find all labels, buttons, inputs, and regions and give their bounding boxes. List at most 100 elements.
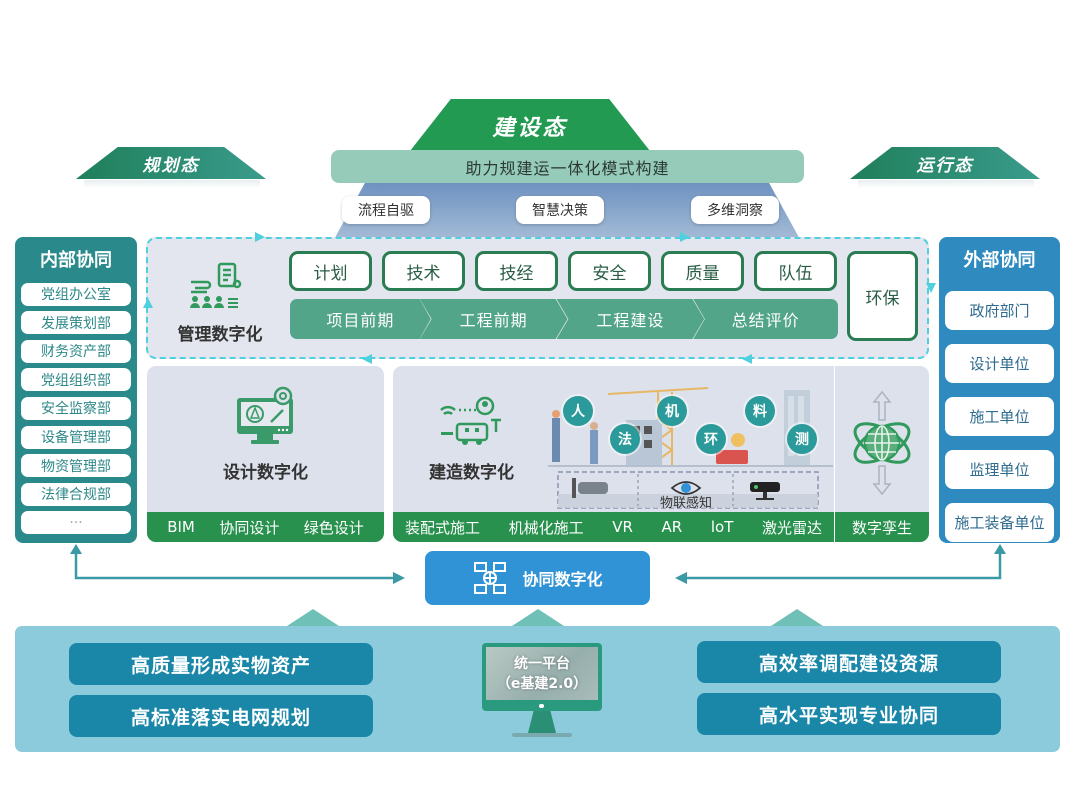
collab-connectors [70, 544, 1006, 584]
goal-bar: 高效率调配建设资源 [697, 641, 1001, 683]
eye-icon [670, 481, 702, 495]
flow-arrow-up-icon [143, 298, 153, 308]
design-monitor-icon [237, 386, 293, 444]
internal-dept-item: 安全监察部 [21, 396, 131, 420]
construction-stage-banner: 建设态 [410, 99, 650, 151]
build-tag: 机械化施工 [508, 518, 584, 537]
internal-dept-item: 党组组织部 [21, 368, 131, 392]
flow-arrow-left-icon [742, 354, 752, 364]
goal-bar: 高水平实现专业协同 [697, 693, 1001, 735]
flow-arrow-down-icon [926, 283, 936, 293]
up-indicator [287, 609, 339, 626]
mode-bar: 助力规建运一体化模式构建 [331, 150, 804, 183]
external-unit-item: 监理单位 [945, 450, 1054, 489]
build-tag: 激光雷达 [761, 518, 822, 537]
design-digital-panel: 设计数字化 BIM 协同设计 绿色设计 [147, 366, 384, 542]
camera-icon [578, 482, 608, 494]
capability-pill: 智慧决策 [516, 196, 604, 224]
internal-dept-item: 设备管理部 [21, 425, 131, 449]
internal-collab-title: 内部协同 [40, 250, 112, 271]
element-bubble: 测 [787, 424, 817, 454]
lidar-device-icon [750, 482, 780, 492]
category-tech: 技术 [382, 251, 465, 291]
flow-arrow-left-icon [362, 354, 372, 364]
arrow-up-icon [70, 544, 82, 554]
element-bubble: 法 [610, 424, 640, 454]
design-tag: BIM [167, 518, 195, 536]
arrow-up-icon [994, 544, 1006, 554]
internal-dept-item: 党组办公室 [21, 282, 131, 306]
flow-arrows [143, 232, 936, 364]
category-environment: 环保 [847, 251, 918, 341]
external-unit-item: 设计单位 [945, 344, 1054, 383]
arrow-left-icon [675, 572, 687, 584]
build-tag: AR [661, 518, 683, 536]
management-digital-label: 管理数字化 [177, 325, 263, 345]
monitor-base [512, 733, 572, 737]
capability-pill: 多维洞察 [691, 196, 779, 224]
operation-stage-banner: 运行态 [850, 147, 1040, 179]
planning-banner-shadow [84, 180, 260, 188]
phase-bar: 项目前期 工程前期 工程建设 总结评价 [290, 299, 838, 339]
internal-dept-more: ··· [21, 511, 131, 535]
external-collab-title: 外部协同 [963, 250, 1036, 271]
platform-monitor: 统一平台 （e基建2.0） [482, 643, 602, 711]
iot-perception-label: 物联感知 [660, 496, 713, 511]
build-tag: VR [612, 518, 633, 536]
design-digital-label: 设计数字化 [223, 463, 308, 483]
monitor-stand [528, 711, 556, 733]
up-indicator [771, 609, 823, 626]
element-bubble: 料 [745, 396, 775, 426]
globe-twin-icon [853, 390, 911, 496]
category-team: 队伍 [754, 251, 837, 291]
external-unit-item: 施工装备单位 [945, 503, 1054, 542]
element-bubble: 人 [563, 396, 593, 426]
goal-bar: 高标准落实电网规划 [69, 695, 373, 737]
category-quality: 质量 [661, 251, 744, 291]
category-econ: 技经 [475, 251, 558, 291]
build-digital-panel: 建造数字化 物 [393, 366, 834, 542]
build-footer: 装配式施工 机械化施工 VR AR loT 激光雷达 [393, 512, 834, 542]
element-bubble: 环 [696, 424, 726, 454]
collab-digital-box: 协同数字化 [425, 551, 650, 605]
build-digital-label: 建造数字化 [429, 463, 514, 483]
phase-step: 工程建设 [556, 299, 705, 339]
arrow-right-icon [393, 572, 405, 584]
platform-subtitle: （e基建2.0） [496, 675, 588, 692]
phase-step: 工程前期 [419, 299, 568, 339]
construction-truck-icon [440, 396, 501, 445]
external-collab-panel: 外部协同 政府部门 设计单位 施工单位 监理单位 施工装备单位 [939, 237, 1060, 543]
flow-arrow-right-icon [680, 232, 690, 242]
category-plan: 计划 [289, 251, 372, 291]
goal-bar: 高质量形成实物资产 [69, 643, 373, 685]
network-globe-icon [474, 562, 507, 594]
build-tag: 装配式施工 [405, 518, 481, 537]
external-unit-item: 施工单位 [945, 397, 1054, 436]
build-tag: loT [710, 518, 734, 536]
external-unit-item: 政府部门 [945, 291, 1054, 330]
platform-title: 统一平台 [514, 655, 570, 672]
twin-tag: 数字孪生 [851, 518, 912, 537]
twin-footer: 数字孪生 [835, 512, 929, 542]
design-tag: 协同设计 [219, 518, 280, 537]
capability-pill: 流程自驱 [342, 196, 430, 224]
up-indicator [512, 609, 564, 626]
platform-screen: 统一平台 （e基建2.0） [486, 647, 598, 700]
operation-banner-shadow [858, 180, 1034, 188]
internal-collab-panel: 内部协同 党组办公室 发展策划部 财务资产部 党组组织部 安全监察部 设备管理部… [15, 237, 137, 543]
design-tag: 绿色设计 [303, 518, 364, 537]
internal-dept-item: 发展策划部 [21, 311, 131, 335]
digital-twin-panel: 数字孪生 [835, 366, 929, 542]
planning-stage-banner: 规划态 [76, 147, 266, 179]
monitor-power-dot [539, 704, 544, 708]
phase-step: 项目前期 [290, 299, 431, 339]
collab-digital-label: 协同数字化 [522, 570, 603, 589]
category-safety: 安全 [568, 251, 651, 291]
internal-dept-item: 财务资产部 [21, 339, 131, 363]
element-bubble: 机 [657, 396, 687, 426]
design-footer: BIM 协同设计 绿色设计 [147, 512, 384, 542]
internal-dept-item: 物资管理部 [21, 454, 131, 478]
flow-arrow-right-icon [255, 232, 265, 242]
internal-dept-item: 法律合规部 [21, 482, 131, 506]
phase-step: 总结评价 [693, 299, 838, 339]
